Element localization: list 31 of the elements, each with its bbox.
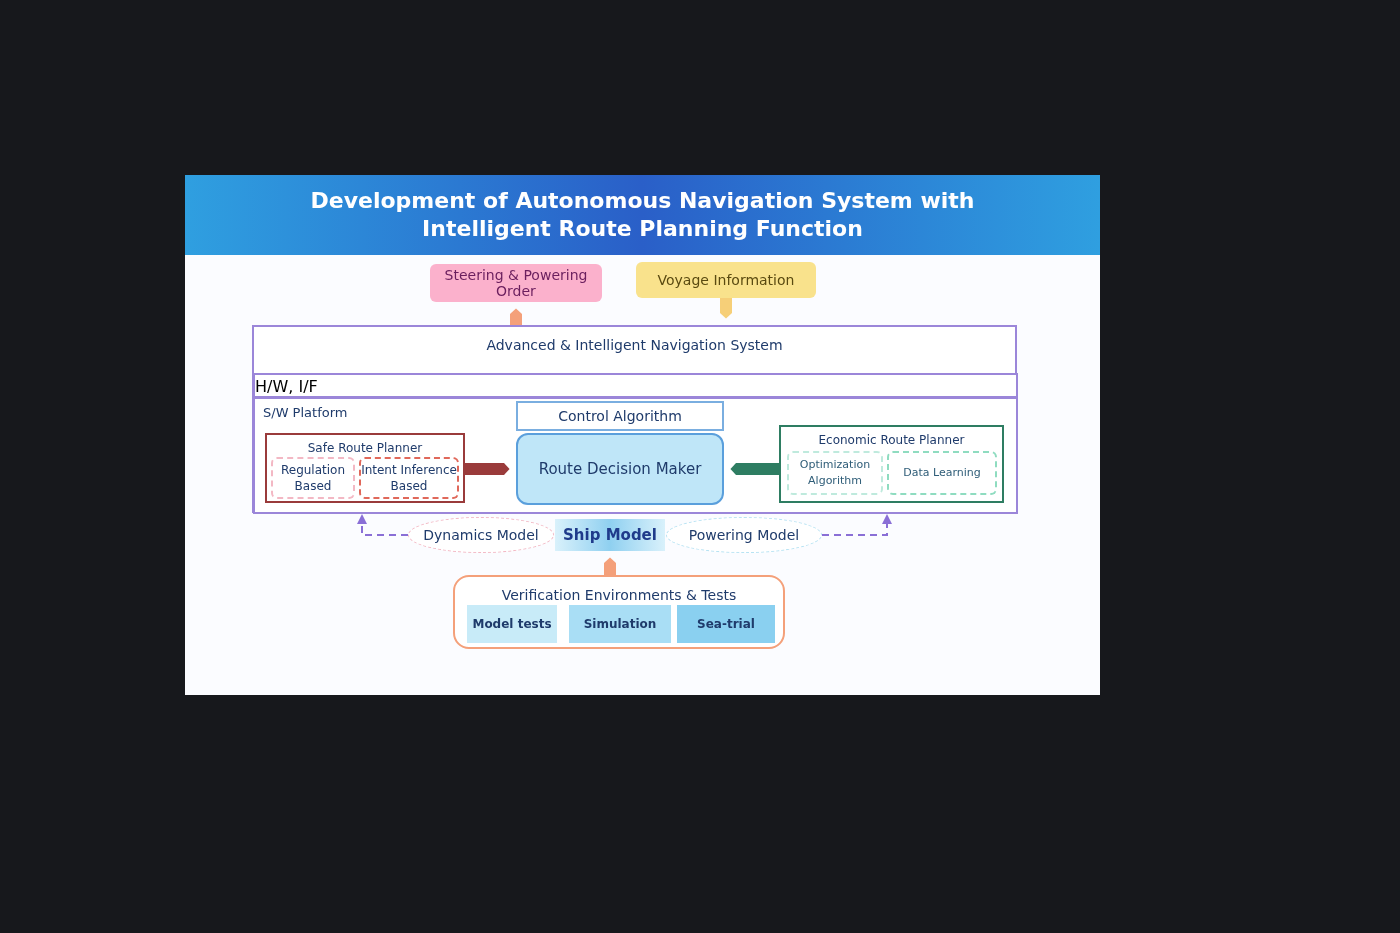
model-band: Ship Model — [555, 519, 665, 551]
arrow — [604, 557, 616, 575]
panel-heading: Advanced & Intelligent Navigation System — [485, 336, 784, 355]
planner-panel — [779, 425, 1004, 503]
arrow — [357, 514, 409, 536]
platform-panel — [253, 397, 1018, 514]
panel-heading: S/W Platform — [263, 404, 348, 422]
process-box: Control Algorithm — [516, 401, 724, 431]
method-box: Data Learning — [887, 451, 997, 495]
input-box: Voyage Information — [636, 262, 816, 298]
process-box: Route Decision Maker — [516, 433, 724, 505]
method-box: Regulation Based — [271, 457, 355, 499]
verification-panel — [453, 575, 785, 649]
arrow — [730, 463, 779, 475]
arrow — [821, 514, 892, 536]
system-panel — [252, 325, 1017, 513]
test-box: Model tests — [467, 605, 557, 643]
method-box: Optimization Algorithm — [787, 451, 883, 495]
panel-heading: Safe Route Planner — [306, 440, 424, 457]
planner-panel — [265, 433, 465, 503]
arrow — [720, 298, 732, 319]
method-box: Intent Inference Based — [359, 457, 459, 499]
panel-heading: Verification Environments & Tests — [500, 586, 738, 605]
layer-band: H/W, I/F — [253, 373, 1018, 398]
slide-title: Development of Autonomous Navigation System with Intelligent Route Planning Function — [309, 187, 976, 243]
output-box: Steering & Powering Order — [430, 264, 602, 302]
test-box: Simulation — [569, 605, 671, 643]
panel-heading: Economic Route Planner — [817, 432, 966, 449]
arrow — [465, 463, 510, 475]
arrow — [510, 308, 522, 325]
test-box: Sea-trial — [677, 605, 775, 643]
